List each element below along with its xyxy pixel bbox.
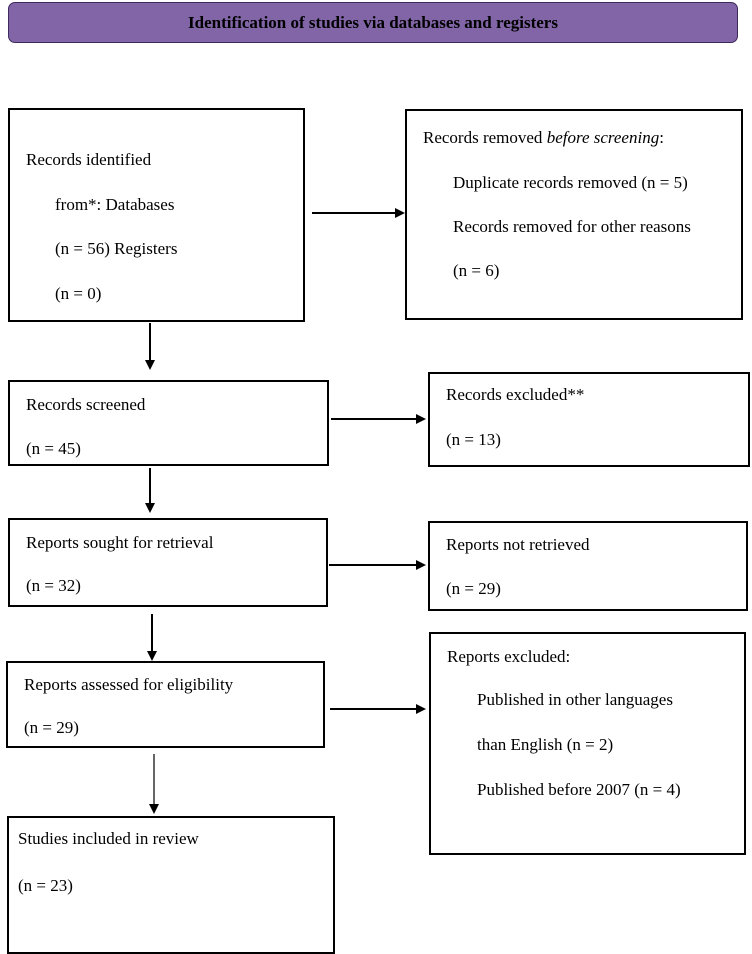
reports-not-retrieved-label: Reports not retrieved <box>446 535 590 554</box>
records-excluded-count: (n = 13) <box>446 430 501 449</box>
reports-not-retrieved-box: Reports not retrieved (n = 29) <box>428 521 748 611</box>
studies-included-count: (n = 23) <box>18 876 73 895</box>
records-removed-box: Records removed before screening: Duplic… <box>405 109 743 320</box>
reports-sought-count: (n = 32) <box>26 576 81 595</box>
reports-not-retrieved-count: (n = 29) <box>446 579 501 598</box>
records-screened-box: Records screened (n = 45) <box>8 380 329 466</box>
studies-included-label: Studies included in review <box>18 829 199 848</box>
records-removed-title-suffix: : <box>659 128 664 147</box>
records-identified-line4: (n = 0) <box>55 284 102 303</box>
reports-assessed-label: Reports assessed for eligibility <box>24 675 234 694</box>
records-identified-line2: from*: Databases <box>55 195 175 214</box>
records-removed-line1: Duplicate records removed (n = 5) <box>453 173 688 192</box>
records-removed-title-italic: before screening <box>546 128 660 147</box>
records-screened-label: Records screened <box>26 395 146 414</box>
records-removed-title: Records removed before screening: <box>423 128 664 148</box>
records-screened-count: (n = 45) <box>26 439 81 458</box>
reports-assessed-count: (n = 29) <box>24 718 79 737</box>
records-excluded-label: Records excluded** <box>446 385 585 404</box>
records-identified-line3: (n = 56) Registers <box>55 239 178 258</box>
records-removed-title-prefix: Records removed <box>423 128 547 147</box>
reports-sought-box: Reports sought for retrieval (n = 32) <box>8 518 328 607</box>
reports-excluded-line2: than English (n = 2) <box>477 735 614 754</box>
reports-excluded-box: Reports excluded: Published in other lan… <box>429 632 746 855</box>
reports-assessed-box: Reports assessed for eligibility (n = 29… <box>6 661 325 748</box>
reports-excluded-title: Reports excluded: <box>447 647 571 666</box>
header-banner: Identification of studies via databases … <box>8 2 738 43</box>
reports-sought-label: Reports sought for retrieval <box>26 533 214 552</box>
reports-excluded-line3: Published before 2007 (n = 4) <box>477 780 681 799</box>
reports-excluded-line1: Published in other languages <box>477 690 673 709</box>
records-excluded-box: Records excluded** (n = 13) <box>428 372 750 467</box>
records-identified-line1: Records identified <box>26 150 152 169</box>
records-identified-box: Records identified from*: Databases (n =… <box>8 108 305 322</box>
header-title: Identification of studies via databases … <box>188 12 558 32</box>
records-removed-line3: (n = 6) <box>453 261 500 280</box>
studies-included-box: Studies included in review (n = 23) <box>7 816 335 954</box>
records-removed-line2: Records removed for other reasons <box>453 217 691 236</box>
